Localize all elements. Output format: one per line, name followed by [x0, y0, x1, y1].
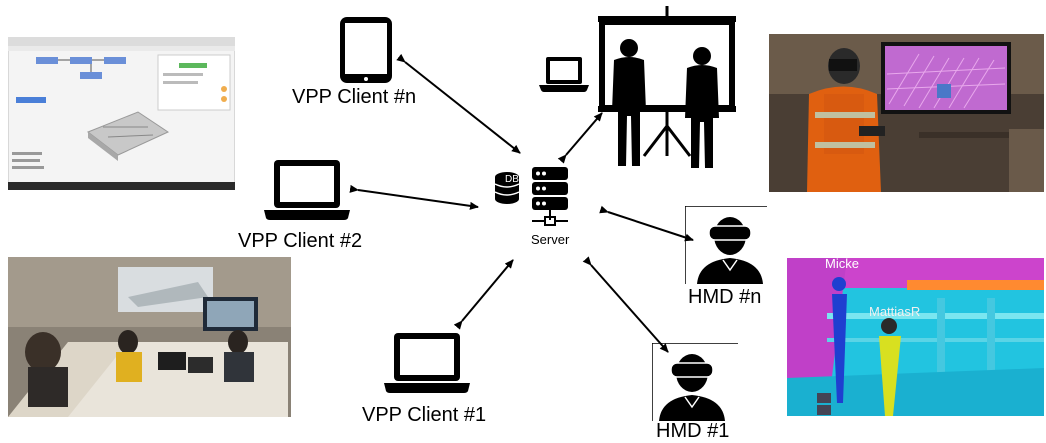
vr-scene-screenshot: Micke MattiasR: [787, 256, 1044, 416]
server-icon: [492, 165, 572, 233]
arrow-client-2-server: [349, 184, 479, 210]
hmd-user-icon: [652, 343, 738, 421]
client-1-label: VPP Client #1: [362, 404, 487, 426]
avatar-name-mattiasr: MattiasR: [869, 304, 921, 319]
laptop-icon: [538, 56, 590, 94]
arrow-client-n-server: [396, 53, 521, 154]
database-icon: [494, 172, 520, 204]
arrow-projector-server: [557, 112, 603, 164]
client-n-label: VPP Client #n: [292, 86, 417, 108]
hmd-user-icon: [685, 206, 767, 284]
arrow-hmd-1-server: [582, 256, 669, 353]
meeting-room-photo: [8, 257, 291, 417]
laptop-icon: [382, 331, 472, 397]
avatar-name-micke: Micke: [825, 256, 859, 271]
server-label: Server: [531, 232, 570, 247]
arrow-client-1-server: [453, 259, 514, 330]
client-2-label: VPP Client #2: [238, 230, 363, 252]
hmd-n-label: HMD #n: [688, 286, 762, 308]
hmd-1-label: HMD #1: [656, 420, 730, 442]
arrow-hmd-n-server: [599, 205, 694, 242]
tablet-icon: [338, 15, 396, 87]
projector-screen-icon: [594, 6, 740, 172]
db-label: DB: [505, 174, 519, 185]
hmd-worker-photo: [769, 34, 1044, 192]
web-ui-screenshot: [8, 37, 235, 190]
laptop-icon: [262, 158, 352, 224]
